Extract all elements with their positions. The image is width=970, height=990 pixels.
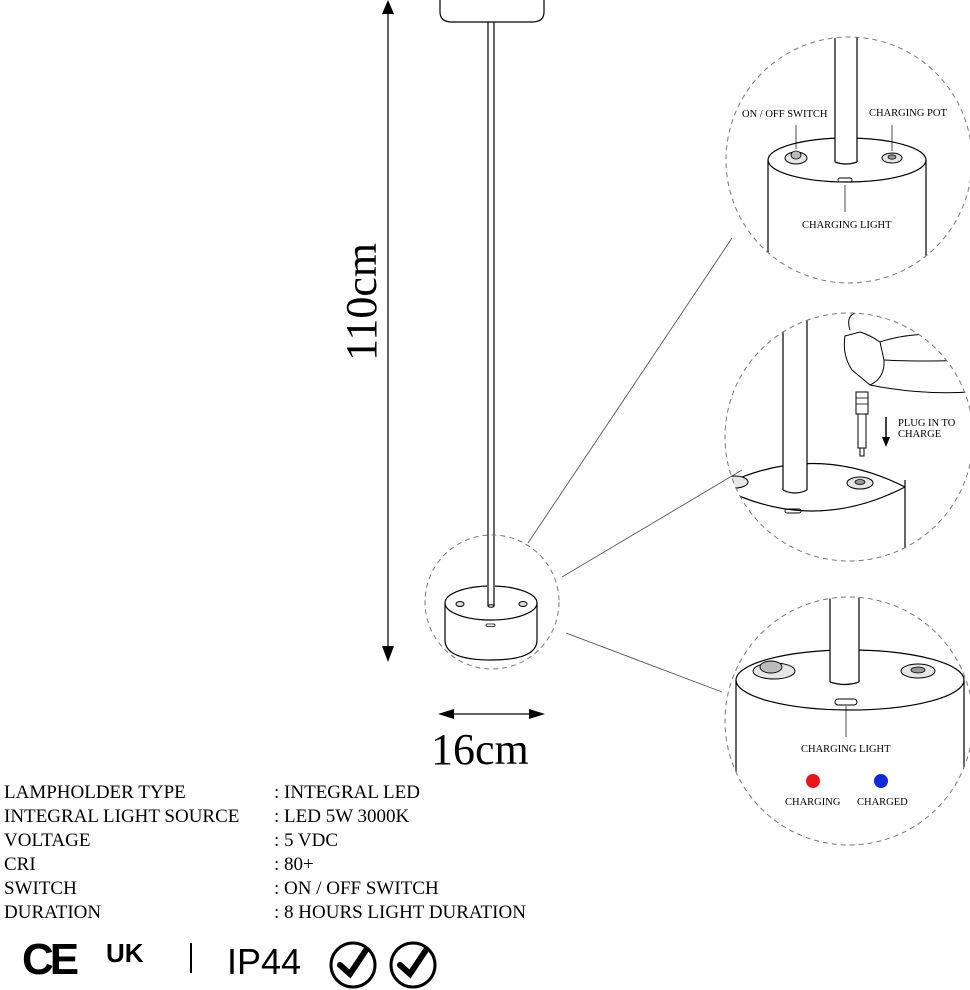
lamp-base [444,585,538,661]
divider [190,943,192,973]
charging-light-label-bottom: CHARGING LIGHT [801,744,891,755]
leader-line-bottom [565,632,723,693]
ukca-mark: UK [106,938,144,968]
spec-key: CRI [4,854,36,875]
detail-plug-callout: PLUG IN TO CHARGE [724,312,970,562]
spec-value: : 80+ [274,854,314,875]
base-switch [455,601,465,607]
spec-value: : 5 VDC [274,830,339,851]
spec-row: DURATION : 8 HOURS LIGHT DURATION [4,901,526,925]
charging-indicator-red [806,774,820,788]
base-charging-port [518,601,528,607]
check-circle-icon [329,941,377,989]
spec-value: : ON / OFF SWITCH [274,878,439,899]
detail-switch-callout: ON / OFF SWITCH CHARGING POT CHARGING LI… [725,36,970,284]
spec-key: DURATION [4,902,102,923]
spec-value: : 8 HOURS LIGHT DURATION [274,902,526,923]
hand-icon [843,331,885,386]
down-arrow-icon [882,417,890,447]
spec-row: VOLTAGE : 5 VDC [4,829,526,853]
spec-key: SWITCH [4,878,77,899]
spec-key: INTEGRAL LIGHT SOURCE [4,806,240,827]
width-dimension [438,709,545,719]
spec-key: LAMPHOLDER TYPE [4,782,186,803]
plug-in-label-line1: PLUG IN TO [898,418,956,429]
spec-row: INTEGRAL LIGHT SOURCE : LED 5W 3000K [4,805,526,829]
base-charging-light [485,623,496,627]
width-label: 16cm [431,725,529,774]
plug-in-label-line2: CHARGE [898,429,941,440]
spec-value: : INTEGRAL LED [274,782,420,803]
charging-pot-label: CHARGING POT [869,108,947,119]
lamp-head [439,0,545,23]
charging-light-icon [837,177,853,183]
spec-value: : LED 5W 3000K [274,806,410,827]
charged-indicator-blue [874,774,888,788]
specifications-table: LAMPHOLDER TYPE : INTEGRAL LED INTEGRAL … [4,781,526,925]
charging-light-label-top: CHARGING LIGHT [802,220,892,231]
certification-marks: CE UK IP44 [22,938,482,989]
spec-key: VOLTAGE [4,830,91,851]
check-circle-icon [389,941,437,989]
base-detail-circle [424,534,560,670]
detail-light-callout: CHARGING LIGHT CHARGING CHARGED [724,596,970,846]
charging-label: CHARGING [785,797,841,808]
charged-label: CHARGED [857,797,908,808]
spec-row: CRI : 80+ [4,853,526,877]
leader-line-top [527,237,733,544]
on-off-switch-label: ON / OFF SWITCH [742,109,828,120]
spec-row: LAMPHOLDER TYPE : INTEGRAL LED [4,781,526,805]
leader-line-middle [561,469,743,578]
height-label: 110cm [337,243,386,361]
plug-icon [855,391,869,457]
height-dimension [382,0,394,662]
ip-rating: IP44 [227,941,302,982]
spec-row: SWITCH : ON / OFF SWITCH [4,877,526,901]
ce-mark: CE [22,935,79,984]
